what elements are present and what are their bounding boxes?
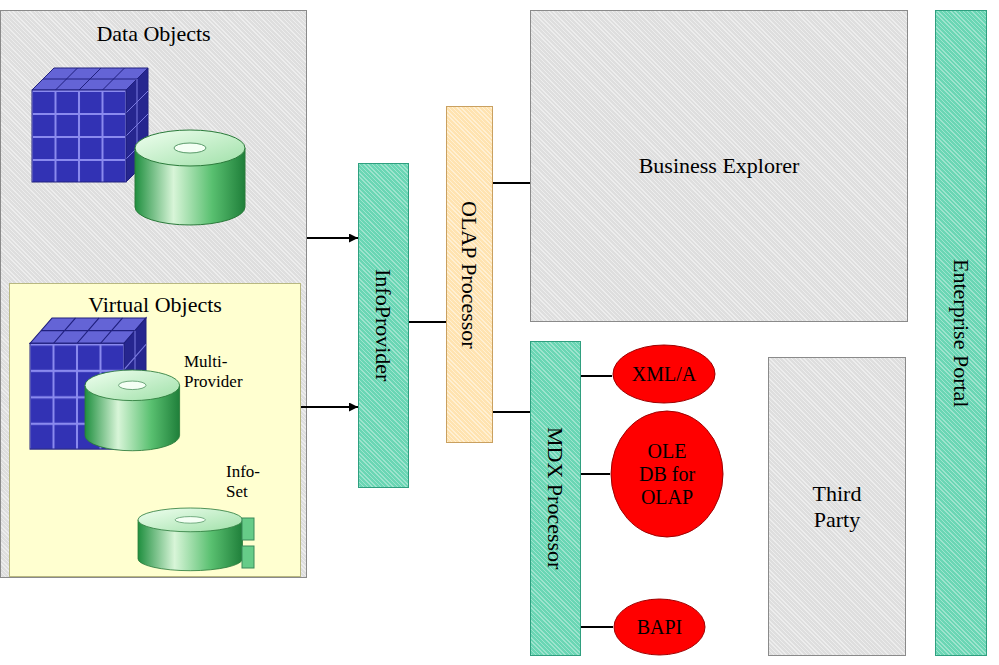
interface-ellipse: XML/A — [612, 344, 716, 404]
node-label: Enterprise Portal — [948, 259, 973, 407]
flow-arrow — [301, 406, 358, 408]
icon-caption: Multi- Provider — [184, 352, 252, 391]
node-label: Business Explorer — [639, 153, 800, 178]
interface-ellipse: BAPI — [613, 598, 706, 656]
node-label: Third Party — [797, 481, 877, 532]
connector-line — [493, 182, 530, 184]
node-label: InfoProvider — [371, 269, 396, 381]
panel-box: Virtual Objects — [9, 283, 301, 577]
node-label: Data Objects — [96, 21, 210, 46]
layer-bar: InfoProvider — [358, 163, 409, 488]
connector-line — [581, 473, 610, 475]
connector-line — [409, 321, 446, 323]
connector-line — [493, 411, 530, 413]
node-label: OLAP Processor — [457, 201, 482, 349]
node-label: XML/A — [632, 363, 696, 386]
panel-box: Virtual Objects Data Objects — [0, 10, 307, 578]
node-label: BAPI — [637, 616, 683, 639]
node-label: MDX Processor — [543, 427, 568, 569]
icon-caption: Info- Set — [226, 462, 270, 501]
frontend-box: Business Explorer — [530, 10, 908, 322]
flow-arrow — [307, 237, 358, 239]
portal-bar: Enterprise Portal — [935, 10, 987, 656]
processor-bar: MDX Processor — [530, 341, 581, 656]
connector-line — [581, 375, 612, 377]
connector-line — [581, 626, 613, 628]
processor-bar: OLAP Processor — [446, 106, 493, 443]
node-label: OLE DB for OLAP — [636, 440, 698, 509]
frontend-box: Third Party — [768, 357, 906, 656]
interface-ellipse: OLE DB for OLAP — [610, 410, 724, 538]
node-label: Virtual Objects — [88, 292, 222, 317]
